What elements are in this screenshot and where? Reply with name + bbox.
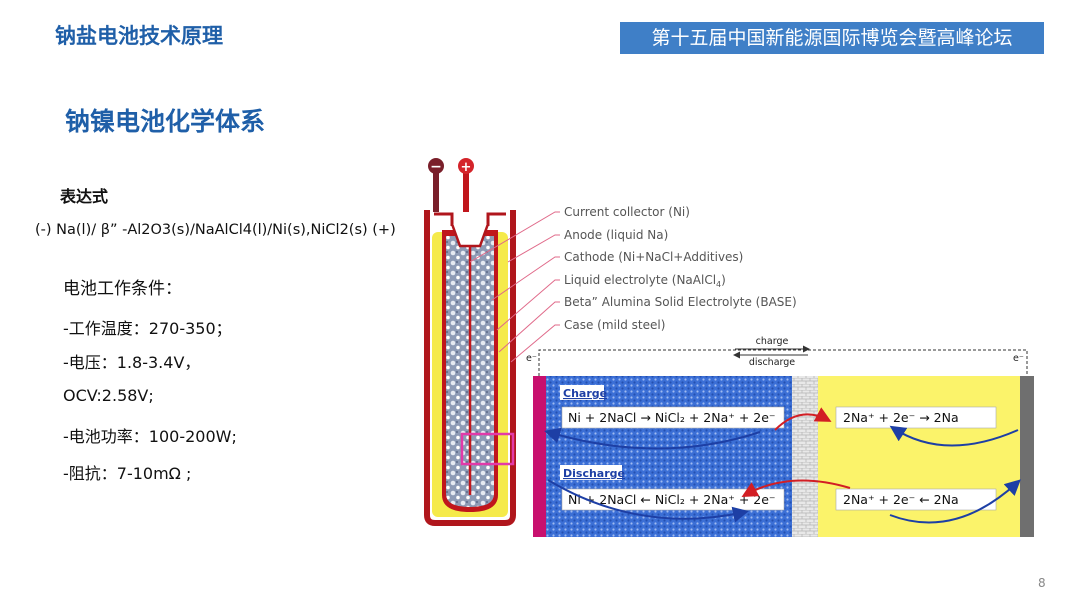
label-liquid-electrolyte: Liquid electrolyte (NaAlCl4) bbox=[564, 273, 726, 289]
negative-terminal: − bbox=[428, 158, 444, 212]
condition-impedance: -阻抗：7-10mΩ ; bbox=[63, 464, 192, 483]
discharge-anode-equation: 2Na⁺ + 2e⁻ ← 2Na bbox=[843, 492, 959, 507]
label-current-collector: Current collector (Ni) bbox=[564, 205, 690, 219]
section-title: 钠盐电池技术原理 bbox=[55, 24, 223, 48]
anode-region bbox=[818, 376, 1020, 537]
discharge-box-label: Discharge bbox=[563, 467, 625, 480]
condition-temperature: -工作温度：270-350； bbox=[63, 319, 232, 338]
label-electrolyte-subscript: 4 bbox=[716, 280, 721, 289]
tubular-cell: − + bbox=[424, 158, 516, 526]
charge-direction: charge bbox=[756, 336, 789, 347]
positive-collector-bar bbox=[533, 376, 546, 537]
condition-ocv: OCV:2.58V; bbox=[63, 386, 154, 405]
base-separator bbox=[792, 376, 818, 537]
condition-voltage: -电压：1.8-3.4V， bbox=[63, 353, 201, 372]
cell-expression: (-) Na(l)/ β” -Al2O3(s)/NaAlCl4(l)/Ni(s)… bbox=[35, 222, 396, 238]
electron-right: e⁻ bbox=[1013, 353, 1024, 364]
expression-heading: 表达式 bbox=[60, 187, 109, 206]
conference-banner: 第十五届中国新能源国际博览会暨高峰论坛 bbox=[620, 22, 1044, 54]
label-liquid-electrolyte-text: Liquid electrolyte (NaAlCl bbox=[564, 273, 716, 287]
case-wall bbox=[1020, 376, 1034, 537]
positive-terminal: + bbox=[458, 158, 474, 212]
cross-section: e⁻ e⁻ charge discharge Charge Ni + 2NaCl… bbox=[526, 336, 1039, 537]
label-anode: Anode (liquid Na) bbox=[564, 228, 668, 242]
negative-sign: − bbox=[430, 159, 442, 175]
label-case: Case (mild steel) bbox=[564, 318, 665, 332]
electron-left: e⁻ bbox=[526, 353, 537, 364]
leader-lines bbox=[469, 211, 560, 363]
label-cathode: Cathode (Ni+NaCl+Additives) bbox=[564, 250, 743, 264]
charge-cathode-equation: Ni + 2NaCl → NiCl₂ + 2Na⁺ + 2e⁻ bbox=[568, 410, 776, 425]
zoom-highlight bbox=[460, 432, 515, 466]
cathode-region bbox=[546, 376, 792, 537]
page-number: 8 bbox=[1038, 576, 1046, 590]
discharge-direction: discharge bbox=[749, 357, 795, 368]
discharge-cathode-equation: Ni + 2NaCl ← NiCl₂ + 2Na⁺ + 2e⁻ bbox=[568, 492, 776, 507]
conditions-heading: 电池工作条件： bbox=[63, 279, 182, 299]
label-base: Beta” Alumina Solid Electrolyte (BASE) bbox=[564, 295, 797, 309]
positive-sign: + bbox=[461, 160, 472, 175]
condition-power: -电池功率：100-200W; bbox=[63, 427, 237, 446]
page-title: 钠镍电池化学体系 bbox=[65, 107, 266, 136]
charge-box-label: Charge bbox=[563, 387, 607, 400]
charge-anode-equation: 2Na⁺ + 2e⁻ → 2Na bbox=[843, 410, 959, 425]
cell-case bbox=[424, 210, 516, 526]
